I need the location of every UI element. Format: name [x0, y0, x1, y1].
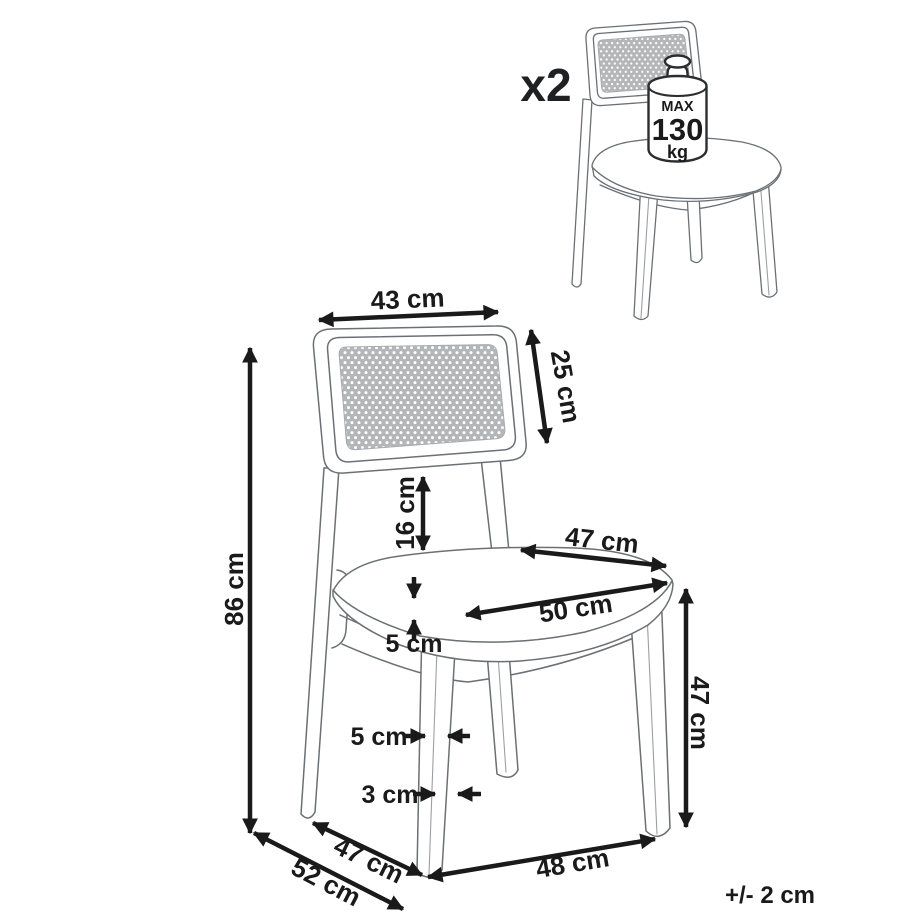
weight-knob	[663, 54, 692, 69]
arrow-base-width	[426, 833, 657, 883]
small-chair-seat-front-edge	[591, 166, 782, 200]
dimension-labels: 43 cm 25 cm 16 cm 86 cm 47 cm 50 cm 5 cm…	[219, 282, 715, 912]
arrow-backrest-width	[317, 304, 500, 328]
reference-chair-drawing	[571, 20, 782, 321]
weight-body	[647, 74, 708, 163]
base-width-label: 48 cm	[534, 842, 612, 884]
total-height-label: 86 cm	[219, 552, 249, 626]
front-right-leg-edge	[645, 590, 658, 835]
leg-width-label: 5 cm	[351, 723, 408, 751]
arrow-backrest-height	[525, 328, 553, 445]
weight-value: 130	[652, 112, 704, 147]
backrest-height-label: 25 cm	[545, 348, 587, 426]
front-right-leg	[628, 588, 671, 837]
apron-bottom-line	[341, 636, 637, 683]
arrow-base-total-depth	[252, 830, 405, 912]
weight-unit: kg	[667, 142, 688, 162]
arrow-seat-width	[464, 577, 669, 621]
small-chair-back-inner-leg	[686, 193, 703, 264]
back-left-post	[300, 467, 340, 819]
backrest-width-label: 43 cm	[370, 282, 445, 315]
max-weight-badge: MAX 130 kg	[647, 54, 708, 163]
leg-depth-label: 3 cm	[362, 781, 419, 809]
dimension-arrows	[242, 304, 694, 912]
weight-rim	[647, 85, 708, 98]
small-chair-front-left-leg	[633, 177, 660, 321]
arrow-seat-depth	[519, 543, 668, 573]
back-right-post	[480, 456, 510, 554]
cane-webbing	[338, 344, 506, 451]
seat-height-label: 47 cm	[685, 676, 715, 750]
weight-max-label: MAX	[661, 99, 694, 115]
quantity-label: x2	[520, 59, 571, 111]
main-chair-drawing	[300, 325, 674, 878]
backrest-gap-label: 16 cm	[390, 476, 420, 550]
tolerance-note: +/- 2 cm	[725, 882, 815, 909]
small-chair-back-left-post	[571, 98, 593, 288]
backrest-inner-line	[326, 334, 517, 463]
small-chair-front-left-leg-edge	[640, 178, 651, 319]
seat-thickness-label: 5 cm	[386, 630, 443, 658]
small-chair-apron-bottom-line	[599, 184, 764, 211]
seat	[332, 546, 674, 663]
front-left-leg-edge	[428, 619, 439, 875]
